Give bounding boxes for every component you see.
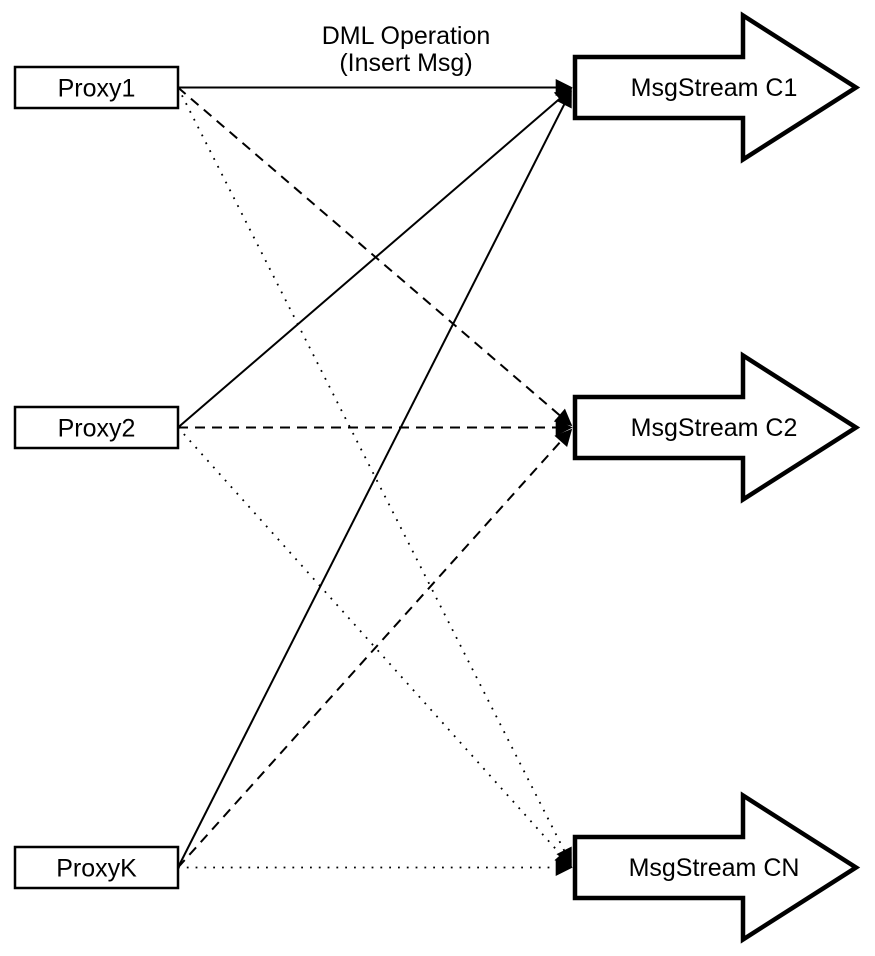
edge-proxy2-to-c1 [177,87,573,429]
proxy1-box [13,65,180,110]
msgstream-cn-label: MsgStream CN [629,854,800,882]
proxy2-label: Proxy2 [58,415,136,443]
msgstream-cn-arrow-shape [572,791,861,944]
proxy2-box [13,405,180,450]
node-proxy1: Proxy1 [13,65,180,110]
msgstream-c2-label: MsgStream C2 [631,414,798,442]
edge-proxyk-to-c1 [177,89,572,868]
edge-proxyk-to-c2 [177,428,573,869]
edge-proxy1-to-c2 [177,86,573,427]
proxyk-label: ProxyK [56,855,137,883]
proxyk-box [13,845,180,890]
proxy1-label: Proxy1 [58,75,136,103]
msgstream-c1-arrow-shape [572,11,861,164]
edge-proxy1-to-cn [177,87,572,866]
node-proxy2: Proxy2 [13,405,180,450]
edge-proxy2-to-cn [177,426,573,868]
node-msgstream-c2: MsgStream C2 [572,351,861,504]
diagram-title-line2: (Insert Msg) [339,49,472,77]
node-msgstream-cn: MsgStream CN [572,791,861,944]
node-msgstream-c1: MsgStream C1 [572,11,861,164]
node-proxyk: ProxyK [13,845,180,890]
msgstream-c2-arrow-shape [572,351,861,504]
diagram-title-line1: DML Operation [322,22,491,50]
msgstream-c1-label: MsgStream C1 [631,74,798,102]
